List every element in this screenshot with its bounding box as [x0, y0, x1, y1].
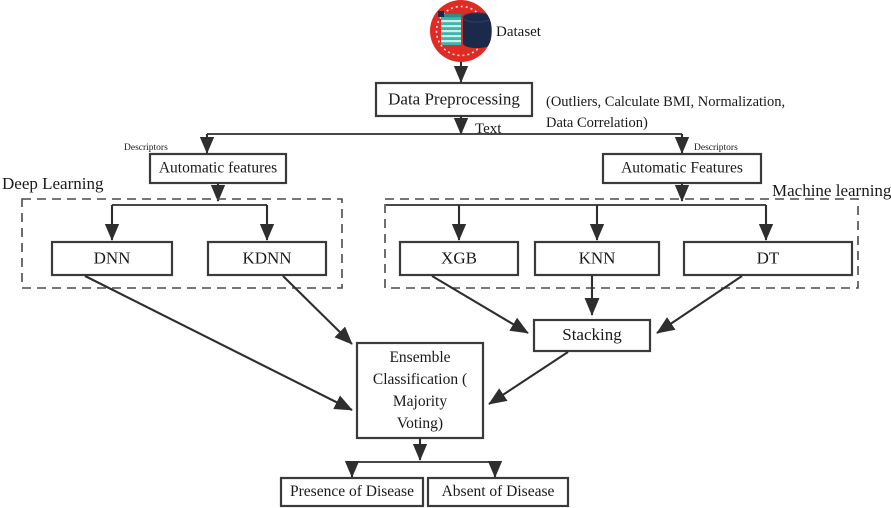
node-absent-of-disease[interactable]: Absent of Disease: [426, 476, 570, 508]
preprocessing-note-line-1: (Outliers, Calculate BMI, Normalization,: [546, 94, 785, 110]
node-presence-of-disease[interactable]: Presence of Disease: [279, 476, 425, 508]
data-preprocessing-label: Data Preprocessing: [388, 89, 520, 108]
edge-kdnn-to-ensemble: [282, 275, 353, 345]
descriptors-right-label: Descriptors: [694, 143, 738, 153]
ensemble-label-line-4: Voting): [397, 415, 443, 432]
node-automatic-features-left[interactable]: Automatic features: [148, 152, 288, 185]
edge-dnn-to-ensemble: [84, 275, 353, 411]
kdnn-label: KDNN: [242, 248, 291, 267]
node-ensemble-classification[interactable]: Ensemble Classification ( Majority Votin…: [355, 341, 485, 440]
descriptors-left-label: Descriptors: [124, 143, 168, 153]
node-kdnn[interactable]: KDNN: [206, 240, 328, 277]
zone-label-machine-learning: Machine learning: [772, 181, 891, 200]
edge-stacking-to-ensemble: [488, 351, 569, 405]
node-stacking[interactable]: Stacking: [532, 318, 652, 353]
presence-of-disease-label: Presence of Disease: [290, 483, 414, 500]
node-xgb[interactable]: XGB: [398, 240, 520, 277]
edge-label-text: Text: [475, 121, 502, 137]
edge-xgb-to-stacking: [431, 275, 529, 334]
node-dt[interactable]: DT: [682, 240, 854, 277]
dataset-icon: [430, 0, 492, 62]
node-automatic-features-right[interactable]: Automatic Features: [601, 152, 763, 185]
stacking-label: Stacking: [562, 325, 622, 344]
dataset-label: Dataset: [496, 24, 542, 40]
zone-box-machine-learning: [384, 198, 859, 289]
node-knn[interactable]: KNN: [533, 240, 661, 277]
knn-label: KNN: [579, 248, 616, 267]
ensemble-label-line-1: Ensemble: [389, 349, 450, 366]
node-dnn[interactable]: DNN: [50, 240, 174, 277]
edge-dt-to-stacking: [656, 275, 743, 334]
dnn-label: DNN: [94, 248, 131, 267]
preprocessing-note-line-2: Data Correlation): [546, 115, 648, 131]
xgb-label: XGB: [441, 248, 477, 267]
absent-of-disease-label: Absent of Disease: [442, 483, 555, 500]
automatic-features-left-label: Automatic features: [159, 160, 277, 177]
node-data-preprocessing[interactable]: Data Preprocessing: [374, 81, 534, 118]
dt-label: DT: [757, 248, 780, 267]
automatic-features-right-label: Automatic Features: [621, 160, 743, 177]
ensemble-label-line-2: Classification (: [373, 371, 467, 388]
zone-box-deep-learning: [21, 198, 343, 289]
zone-label-deep-learning: Deep Learning: [2, 174, 104, 193]
ensemble-label-line-3: Majority: [393, 393, 447, 410]
